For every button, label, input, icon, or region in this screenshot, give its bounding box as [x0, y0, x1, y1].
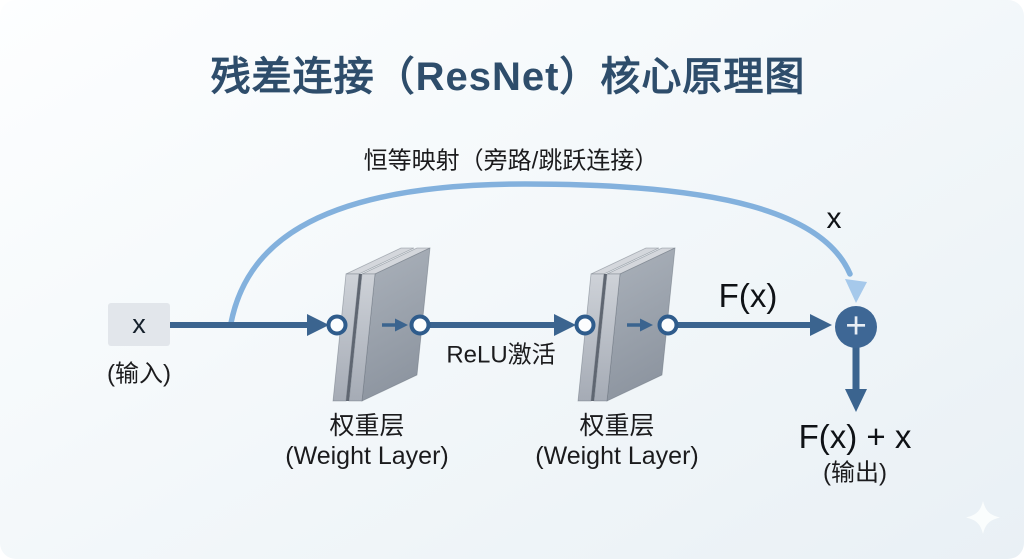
skip-arrowhead-icon [845, 279, 867, 303]
output-caption: (输出) [823, 459, 887, 487]
input-box: x [108, 303, 170, 346]
arrow-addition-to-output [845, 347, 867, 412]
page-title: 残差连接（ResNet）核心原理图 [210, 55, 806, 99]
relu-activation-label: ReLU激活 [446, 341, 556, 369]
connector-dot-2 [409, 314, 431, 336]
weight-layer-2-label: 权重层 (Weight Layer) [535, 411, 699, 471]
arrow-input-to-layer1 [170, 314, 329, 336]
plus-icon: + [845, 305, 867, 346]
connector-dot-3 [574, 314, 596, 336]
fx-label: F(x) [718, 277, 778, 314]
connector-dot-1 [326, 314, 348, 336]
weight-layer-1-name: 权重层 [329, 412, 405, 440]
weight-layer-1-label: 权重层 (Weight Layer) [285, 411, 449, 471]
weight-layer-2-name: 权重层 [579, 412, 655, 440]
arrow-layer1-to-layer2 [429, 314, 576, 336]
sparkle-watermark-icon [966, 501, 1000, 534]
arrow-layer2-to-addition [677, 314, 832, 336]
input-value: x [132, 309, 146, 339]
arrow-inside-layer1 [382, 318, 408, 332]
skip-connection-label: 恒等映射（旁路/跳跃连接） [363, 147, 659, 175]
arrow-inside-layer2 [627, 318, 653, 332]
weight-layer-2-subtitle: (Weight Layer) [535, 442, 699, 470]
output-value: F(x) + x [798, 418, 912, 455]
skip-identity-x-label: x [826, 202, 842, 235]
skip-connection-curve [228, 181, 867, 326]
connector-dots [326, 314, 679, 336]
input-caption: (输入) [107, 360, 171, 388]
addition-node: + [835, 306, 877, 348]
weight-layer-1-subtitle: (Weight Layer) [285, 442, 449, 470]
weight-layer-block-1 [332, 247, 431, 402]
connector-dot-4 [657, 314, 679, 336]
